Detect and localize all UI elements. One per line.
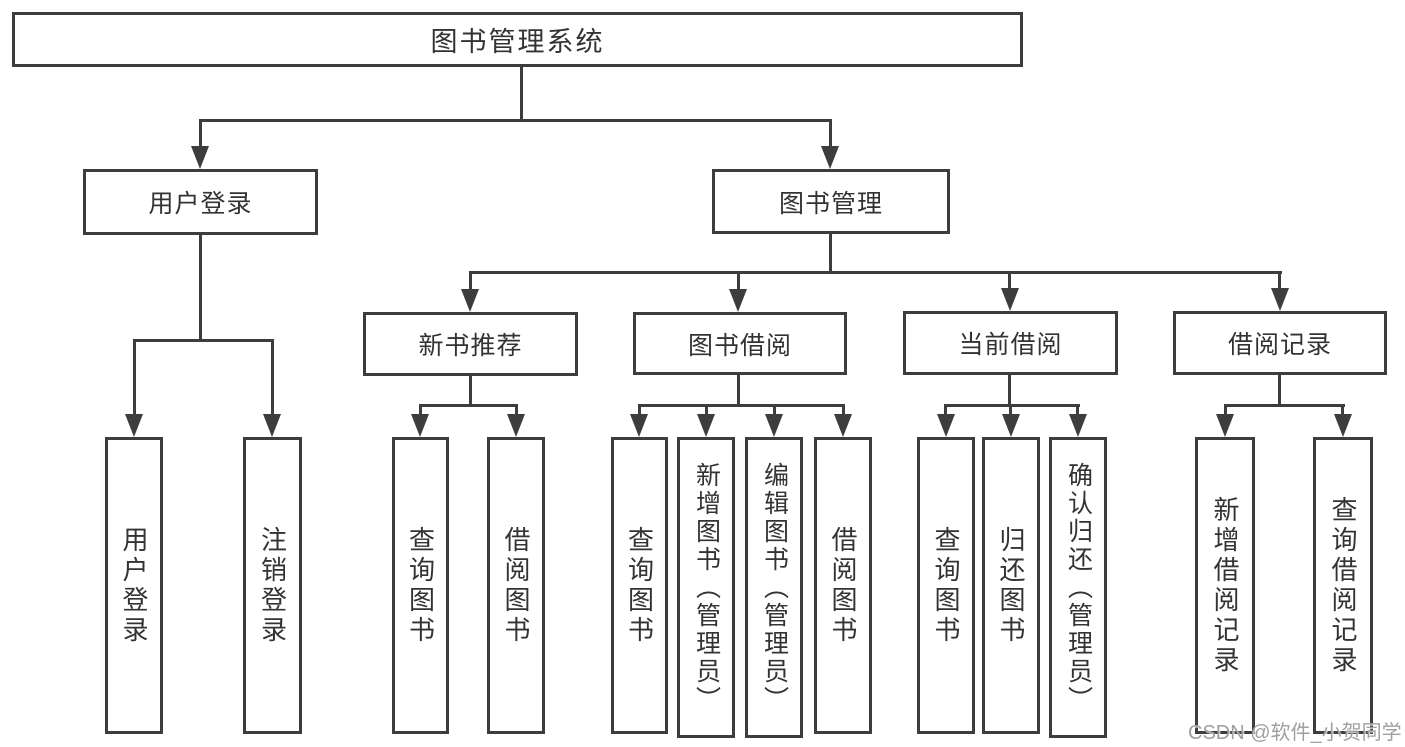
arrow-down-icon bbox=[1002, 414, 1020, 437]
connector-line bbox=[271, 339, 274, 418]
arrow-down-icon bbox=[191, 146, 209, 169]
connector-line bbox=[1224, 404, 1345, 407]
arrow-down-icon bbox=[834, 414, 852, 437]
connector-line bbox=[944, 404, 1080, 407]
node-new-book: 新书推荐 bbox=[363, 312, 578, 376]
arrow-down-icon bbox=[821, 146, 839, 169]
arrow-down-icon bbox=[1216, 414, 1234, 437]
arrow-down-icon bbox=[507, 414, 525, 437]
arrow-down-icon bbox=[765, 414, 783, 437]
connector-line bbox=[520, 67, 523, 122]
node-user-login: 用户登录 bbox=[83, 169, 318, 235]
connector-line bbox=[199, 235, 202, 341]
connector-line bbox=[829, 234, 832, 274]
connector-line bbox=[638, 404, 845, 407]
leaf-record-query: 查询借阅记录 bbox=[1313, 437, 1373, 734]
leaf-newbook-query: 查询图书 bbox=[392, 437, 449, 734]
leaf-borrow-query: 查询图书 bbox=[611, 437, 668, 734]
arrow-down-icon bbox=[1069, 414, 1087, 437]
connector-line bbox=[1008, 375, 1011, 407]
connector-line bbox=[1341, 404, 1344, 418]
arrow-down-icon bbox=[697, 414, 715, 437]
arrow-down-icon bbox=[630, 414, 648, 437]
connector-line bbox=[944, 404, 947, 418]
arrow-down-icon bbox=[1334, 414, 1352, 437]
arrow-down-icon bbox=[125, 414, 143, 437]
node-book-borrow-label: 图书借阅 bbox=[687, 331, 792, 360]
node-book-mgmt: 图书管理 bbox=[712, 169, 950, 234]
connector-line bbox=[1076, 404, 1079, 418]
node-borrow-record-label: 借阅记录 bbox=[1227, 331, 1332, 359]
connector-line bbox=[1008, 271, 1011, 292]
node-new-book-label: 新书推荐 bbox=[418, 332, 523, 360]
node-user-login-label: 用户登录 bbox=[148, 190, 253, 218]
connector-line bbox=[737, 271, 740, 292]
connector-line bbox=[842, 404, 845, 418]
leaf-current-confirm-admin: 确认归还（管理员） bbox=[1049, 437, 1107, 738]
connector-line bbox=[199, 119, 202, 150]
arrow-down-icon bbox=[729, 289, 747, 312]
connector-line bbox=[1278, 271, 1281, 292]
connector-line bbox=[705, 404, 708, 418]
leaf-newbook-borrow: 借阅图书 bbox=[487, 437, 545, 734]
connector-line bbox=[1224, 404, 1227, 418]
connector-line bbox=[1278, 375, 1281, 407]
leaf-borrow-add-admin: 新增图书（管理员） bbox=[677, 437, 735, 738]
arrow-down-icon bbox=[1271, 288, 1289, 311]
node-book-borrow: 图书借阅 bbox=[633, 312, 847, 375]
connector-line bbox=[199, 119, 832, 122]
leaf-current-return: 归还图书 bbox=[982, 437, 1040, 734]
connector-line bbox=[638, 404, 641, 418]
leaf-logout: 注销登录 bbox=[243, 437, 302, 734]
connector-line bbox=[469, 271, 472, 292]
connector-line bbox=[419, 404, 518, 407]
connector-line bbox=[133, 339, 274, 342]
arrow-down-icon bbox=[1001, 288, 1019, 311]
leaf-user-login: 用户登录 bbox=[105, 437, 163, 734]
node-current-borrow: 当前借阅 bbox=[903, 311, 1118, 375]
leaf-borrow-edit-admin: 编辑图书（管理员） bbox=[745, 437, 803, 738]
arrow-down-icon bbox=[937, 414, 955, 437]
arrow-down-icon bbox=[411, 414, 429, 437]
node-root-label: 图书管理系统 bbox=[430, 27, 605, 57]
connector-line bbox=[469, 271, 1282, 274]
connector-line bbox=[773, 404, 776, 418]
leaf-current-query: 查询图书 bbox=[917, 437, 975, 734]
node-borrow-record: 借阅记录 bbox=[1173, 311, 1387, 375]
connector-line bbox=[133, 339, 136, 418]
connector-line bbox=[469, 376, 472, 407]
node-current-borrow-label: 当前借阅 bbox=[958, 331, 1063, 359]
connector-line bbox=[1009, 404, 1012, 418]
connector-line bbox=[515, 404, 518, 418]
connector-line bbox=[737, 375, 740, 407]
connector-line bbox=[829, 119, 832, 150]
leaf-borrow-book: 借阅图书 bbox=[814, 437, 872, 734]
watermark: CSDN @软件_小贺同学 bbox=[1188, 722, 1402, 744]
node-root: 图书管理系统 bbox=[12, 12, 1023, 67]
arrow-down-icon bbox=[461, 289, 479, 312]
connector-line bbox=[419, 404, 422, 418]
leaf-record-add: 新增借阅记录 bbox=[1195, 437, 1255, 734]
node-book-mgmt-label: 图书管理 bbox=[778, 189, 883, 218]
arrow-down-icon bbox=[263, 414, 281, 437]
